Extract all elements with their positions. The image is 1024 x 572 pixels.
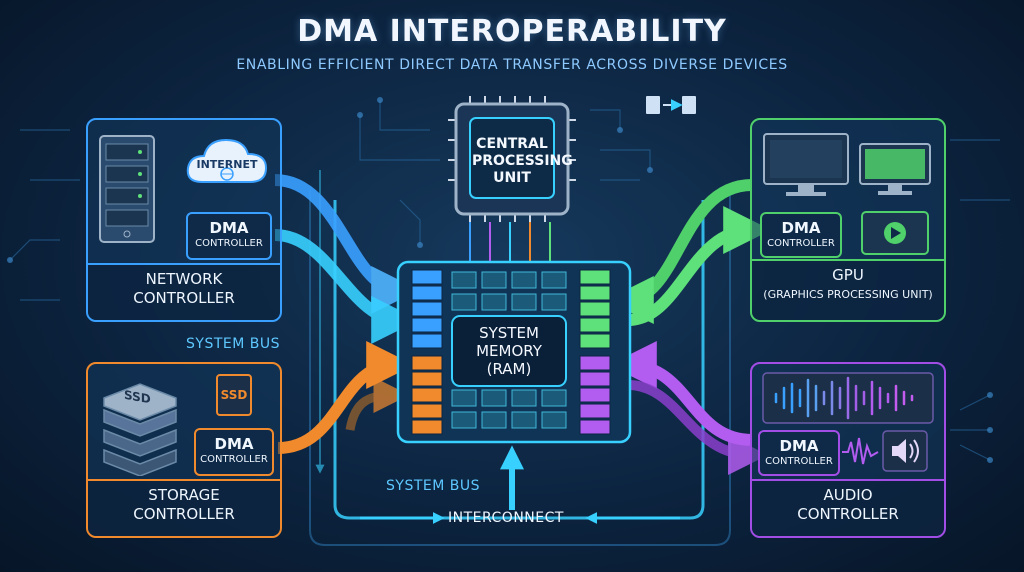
network-dma-controller: DMA CONTROLLER xyxy=(186,212,272,260)
page-title: DMA INTEROPERABILITY xyxy=(297,14,727,49)
memory-label-line1: SYSTEM xyxy=(479,324,539,342)
audio-dma-sublabel: CONTROLLER xyxy=(765,456,833,467)
audio-dma-controller: DMA CONTROLLER xyxy=(758,430,840,476)
network-footer-line2: CONTROLLER xyxy=(133,289,235,307)
gpu-dma-sublabel: CONTROLLER xyxy=(767,238,835,249)
network-dma-sublabel: CONTROLLER xyxy=(195,238,263,249)
gpu-footer: GPU (GRAPHICS PROCESSING UNIT) xyxy=(752,259,944,320)
ssd-stack-icon xyxy=(103,383,177,476)
audio-controller-panel: DMA CONTROLLER AUDIO CONTROLLER xyxy=(750,362,946,538)
storage-controller-footer: STORAGE CONTROLLER xyxy=(88,479,280,536)
memory-label-line2: MEMORY xyxy=(476,342,542,360)
storage-dma-controller: DMA CONTROLLER xyxy=(194,428,274,476)
storage-dma-label: DMA xyxy=(214,435,254,453)
storage-footer-line1: STORAGE xyxy=(148,486,220,504)
storage-dma-sublabel: CONTROLLER xyxy=(200,454,268,465)
network-dma-label: DMA xyxy=(209,219,249,237)
gpu-dma-label: DMA xyxy=(781,219,821,237)
internet-label: INTERNET xyxy=(196,158,258,171)
gpu-footer-line1: GPU xyxy=(832,266,864,284)
memory-label: SYSTEM MEMORY (RAM) xyxy=(452,324,566,378)
system-bus-loop xyxy=(333,200,705,520)
cpu-label: CENTRAL PROCESSING UNIT xyxy=(472,136,573,186)
monitor-icon xyxy=(859,143,931,195)
audio-footer-line2: CONTROLLER xyxy=(797,505,899,523)
ssd-chip-icon: SSD xyxy=(216,374,252,416)
audio-controller-footer: AUDIO CONTROLLER xyxy=(752,479,944,536)
speaker-icon xyxy=(882,430,928,472)
monitor-icon xyxy=(763,133,849,196)
network-controller-footer: NETWORK CONTROLLER xyxy=(88,263,280,320)
memory-label-line3: (RAM) xyxy=(486,360,532,378)
page-subtitle: ENABLING EFFICIENT DIRECT DATA TRANSFER … xyxy=(236,57,788,73)
gpu-footer-line2: (GRAPHICS PROCESSING UNIT) xyxy=(763,288,933,301)
audio-footer-line1: AUDIO xyxy=(823,486,873,504)
gpu-panel: DMA CONTROLLER GPU (GRAPHICS PROCESSING … xyxy=(750,118,946,322)
interconnect-label: INTERCONNECT xyxy=(448,510,564,526)
storage-footer-line2: CONTROLLER xyxy=(133,505,235,523)
storage-controller-panel: SSD SSD DMA CONTROLLER STORAGE CONTROLLE… xyxy=(86,362,282,538)
network-controller-panel: INTERNET DMA CONTROLLER NETWORK CONTROLL… xyxy=(86,118,282,322)
waveform-icon xyxy=(762,372,934,424)
audio-dma-label: DMA xyxy=(779,437,819,455)
waveform-icon xyxy=(842,437,879,465)
server-rack-icon xyxy=(99,135,155,243)
play-icon xyxy=(861,211,929,255)
network-footer-line1: NETWORK xyxy=(145,270,223,288)
gpu-dma-controller: DMA CONTROLLER xyxy=(760,212,842,258)
system-bus-label-left: SYSTEM BUS xyxy=(186,336,280,352)
cloud-icon xyxy=(186,138,268,183)
globe-icon xyxy=(220,167,234,181)
circuit-traces xyxy=(9,100,1010,461)
document-icon xyxy=(646,96,696,114)
system-bus-label-bottom: SYSTEM BUS xyxy=(386,478,480,494)
